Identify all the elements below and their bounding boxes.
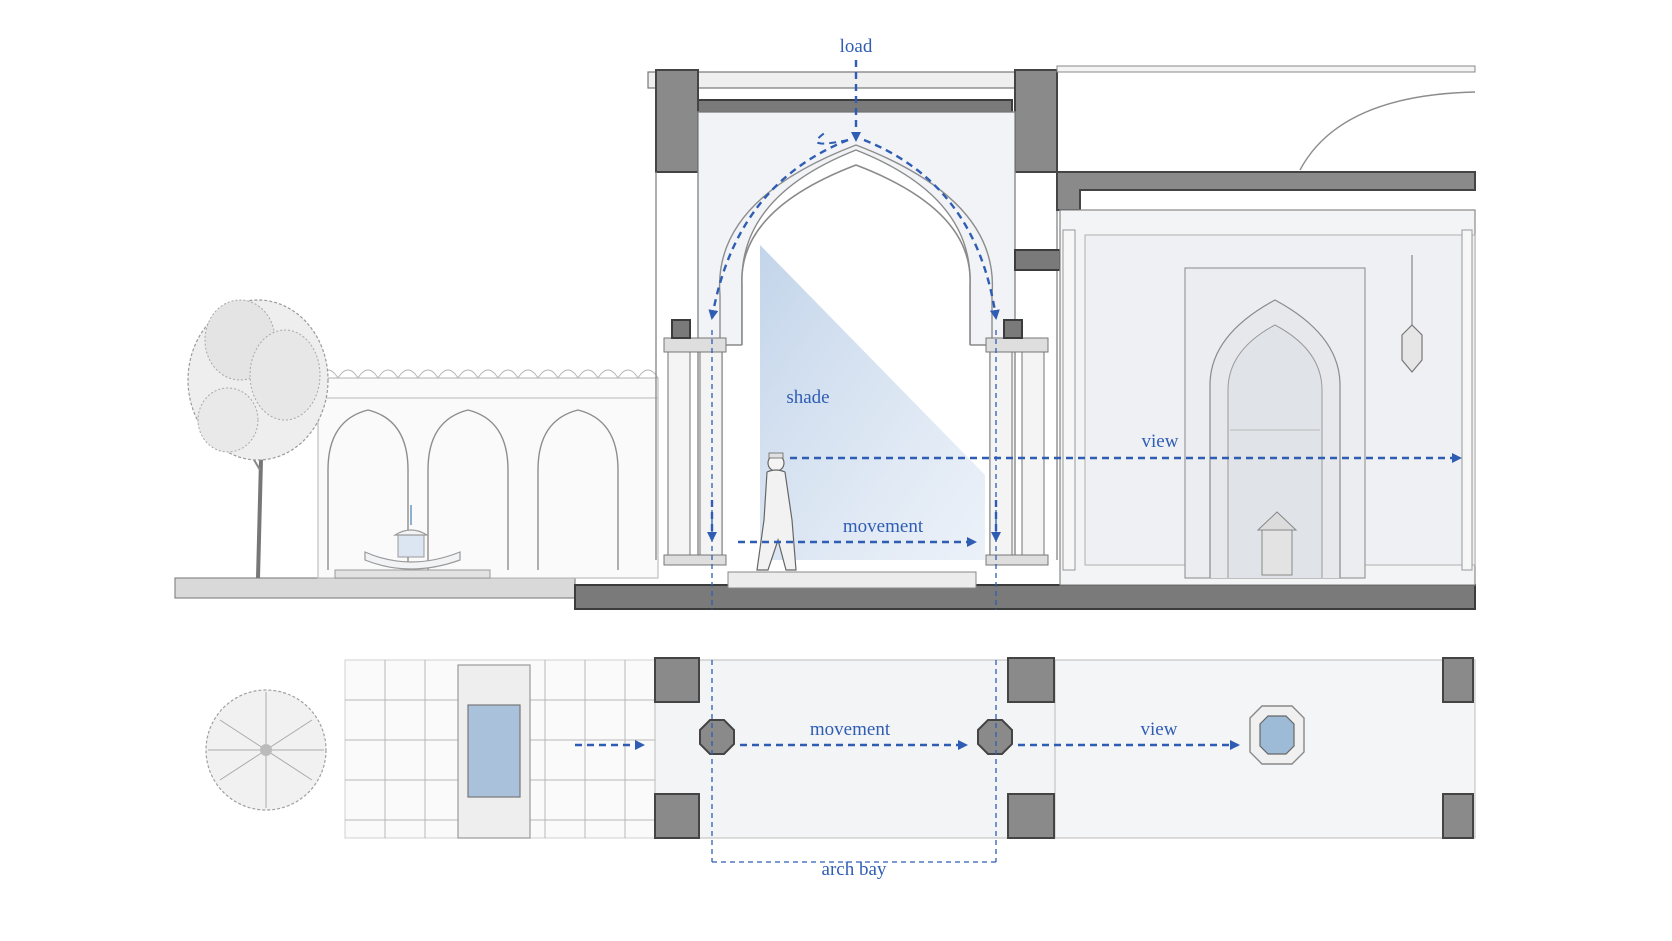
left-outer-column: [667, 349, 691, 561]
arcade-arch-frame: [647, 69, 1058, 566]
plan-pier-se: [1007, 793, 1055, 839]
hanging-lantern-icon: [1401, 255, 1423, 373]
plan-column-right: [977, 719, 1013, 755]
plan-pier-far-n: [1442, 657, 1474, 703]
right-inner-column: [989, 349, 1013, 561]
movement-label-plan: movement: [810, 719, 891, 740]
prayer-hall-foundation: [574, 584, 1476, 610]
tree-canopy-icon: [205, 689, 327, 811]
section-drawing: load shade view movement: [174, 36, 1476, 610]
plan-column-left: [699, 719, 735, 755]
courtyard-arcade-wall: [317, 369, 659, 579]
tree-icon: [187, 299, 329, 579]
view-label-section: view: [1142, 431, 1179, 452]
load-label: load: [840, 36, 873, 57]
right-pier-section: [1014, 69, 1058, 173]
plan-drawing: movement view arch bay: [205, 657, 1476, 880]
prayer-hall-interior: [1014, 65, 1476, 586]
minbar-icon: [1256, 511, 1298, 576]
octagonal-fountain-icon: [1249, 705, 1305, 765]
reflecting-pool: [457, 664, 531, 839]
courtyard-ground: [174, 577, 576, 599]
fountain-icon: [334, 505, 491, 579]
arcade-floor: [727, 571, 977, 589]
shade-area: [760, 245, 985, 560]
plan-pier-ne: [1007, 657, 1055, 703]
plan-pier-far-s: [1442, 793, 1474, 839]
plan-pier-sw: [654, 793, 700, 839]
left-pier-section: [655, 69, 699, 173]
load-arrows: [707, 60, 1001, 610]
movement-label-section: movement: [843, 516, 924, 537]
plan-pier-nw: [654, 657, 700, 703]
right-outer-column: [1021, 349, 1045, 561]
arch-bay-label: arch bay: [822, 859, 887, 880]
view-label-plan: view: [1141, 719, 1178, 740]
walking-person-icon: [756, 452, 797, 571]
shade-label: shade: [786, 387, 829, 408]
